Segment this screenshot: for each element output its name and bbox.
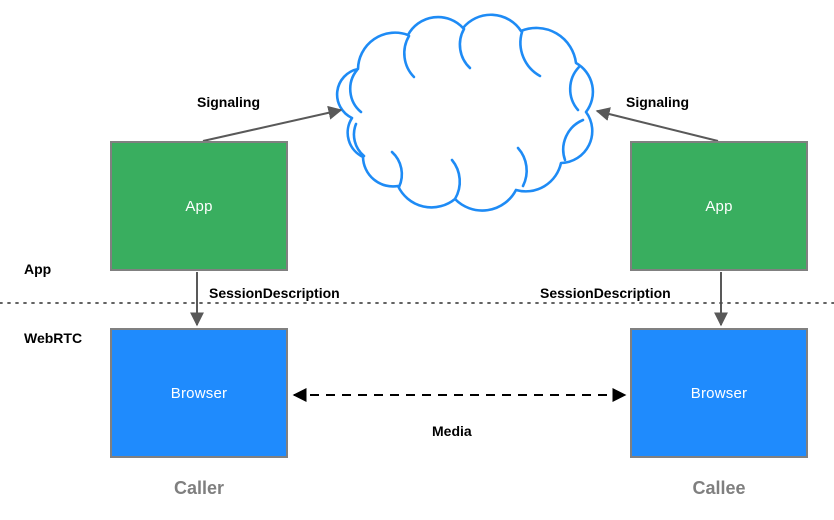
- caller-app-box[interactable]: App: [110, 141, 288, 271]
- caller-signaling-arrow: [202, 105, 343, 142]
- callee-browser-label: Browser: [690, 384, 748, 402]
- layer-label-webrtc: WebRTC: [24, 330, 83, 346]
- callee-app-label: App: [705, 197, 733, 215]
- caller-browser-box[interactable]: Browser: [110, 328, 288, 458]
- caller-signaling-label: Signaling: [197, 94, 260, 110]
- caller-browser-label: Browser: [170, 384, 228, 402]
- callee-session-description-label: SessionDescription: [540, 285, 671, 301]
- media-label: Media: [432, 423, 472, 439]
- callee-browser-box[interactable]: Browser: [630, 328, 808, 458]
- role-label-callee: Callee: [692, 478, 746, 498]
- caller-app-label: App: [185, 197, 213, 215]
- callee-signaling-label: Signaling: [626, 94, 689, 110]
- layer-label-app: App: [24, 261, 52, 277]
- role-label-caller: Caller: [173, 478, 225, 498]
- callee-signaling-arrow: [595, 107, 719, 142]
- signaling-cloud-icon: [335, 13, 595, 212]
- caller-session-description-label: SessionDescription: [209, 285, 340, 301]
- callee-app-box[interactable]: App: [630, 141, 808, 271]
